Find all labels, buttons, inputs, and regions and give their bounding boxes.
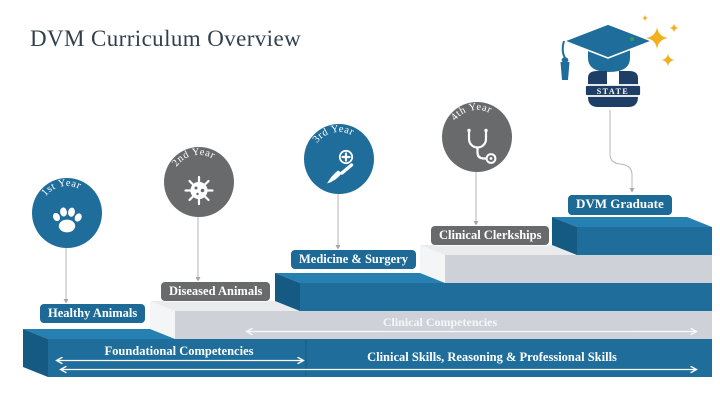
foundational-arrow bbox=[55, 356, 305, 365]
connector-arrowheads bbox=[63, 188, 635, 304]
year-1-badge: 1st Year bbox=[32, 178, 102, 248]
step-label-dvm-graduate: DVM Graduate bbox=[568, 195, 672, 215]
year-3-badge: 3rd Year bbox=[304, 124, 374, 194]
year-2-badge: 2nd Year bbox=[164, 147, 234, 217]
paw-icon bbox=[52, 207, 82, 233]
stethoscope-icon bbox=[467, 128, 497, 164]
surgery-icon bbox=[327, 149, 354, 184]
step-label-healthy-animals: Healthy Animals bbox=[40, 304, 146, 324]
graduation-cap-icon bbox=[560, 23, 655, 80]
year-3-circle bbox=[304, 124, 374, 194]
clinical-competencies-arrow bbox=[245, 327, 698, 336]
band-clinical-skills: Clinical Skills, Reasoning & Professiona… bbox=[367, 350, 617, 364]
ustate-logo-text: STATE bbox=[597, 87, 630, 96]
virus-icon bbox=[184, 175, 214, 206]
tassel-cord bbox=[561, 40, 566, 59]
page-title: DVM Curriculum Overview bbox=[30, 26, 302, 51]
step-5-layer bbox=[552, 217, 712, 255]
tassel bbox=[560, 62, 570, 80]
sparkles-icon bbox=[642, 15, 679, 67]
band-clinical-competencies: Clinical Competencies bbox=[382, 315, 498, 329]
band-foundational-competencies: Foundational Competencies bbox=[104, 344, 254, 358]
year-1-circle bbox=[32, 178, 102, 248]
step-label-medicine-surgery: Medicine & Surgery bbox=[291, 250, 417, 270]
graduation-logo: STATE bbox=[560, 15, 679, 107]
year-4-badge: 4th Year bbox=[442, 102, 512, 172]
clinical-skills-arrow bbox=[59, 365, 698, 374]
cap-button bbox=[630, 37, 634, 41]
connector-lines bbox=[65, 110, 633, 299]
step-label-clinical-clerkships: Clinical Clerkships bbox=[431, 226, 550, 246]
step-label-diseased-animals: Diseased Animals bbox=[161, 282, 271, 302]
ustate-logo: STATE bbox=[584, 71, 642, 107]
